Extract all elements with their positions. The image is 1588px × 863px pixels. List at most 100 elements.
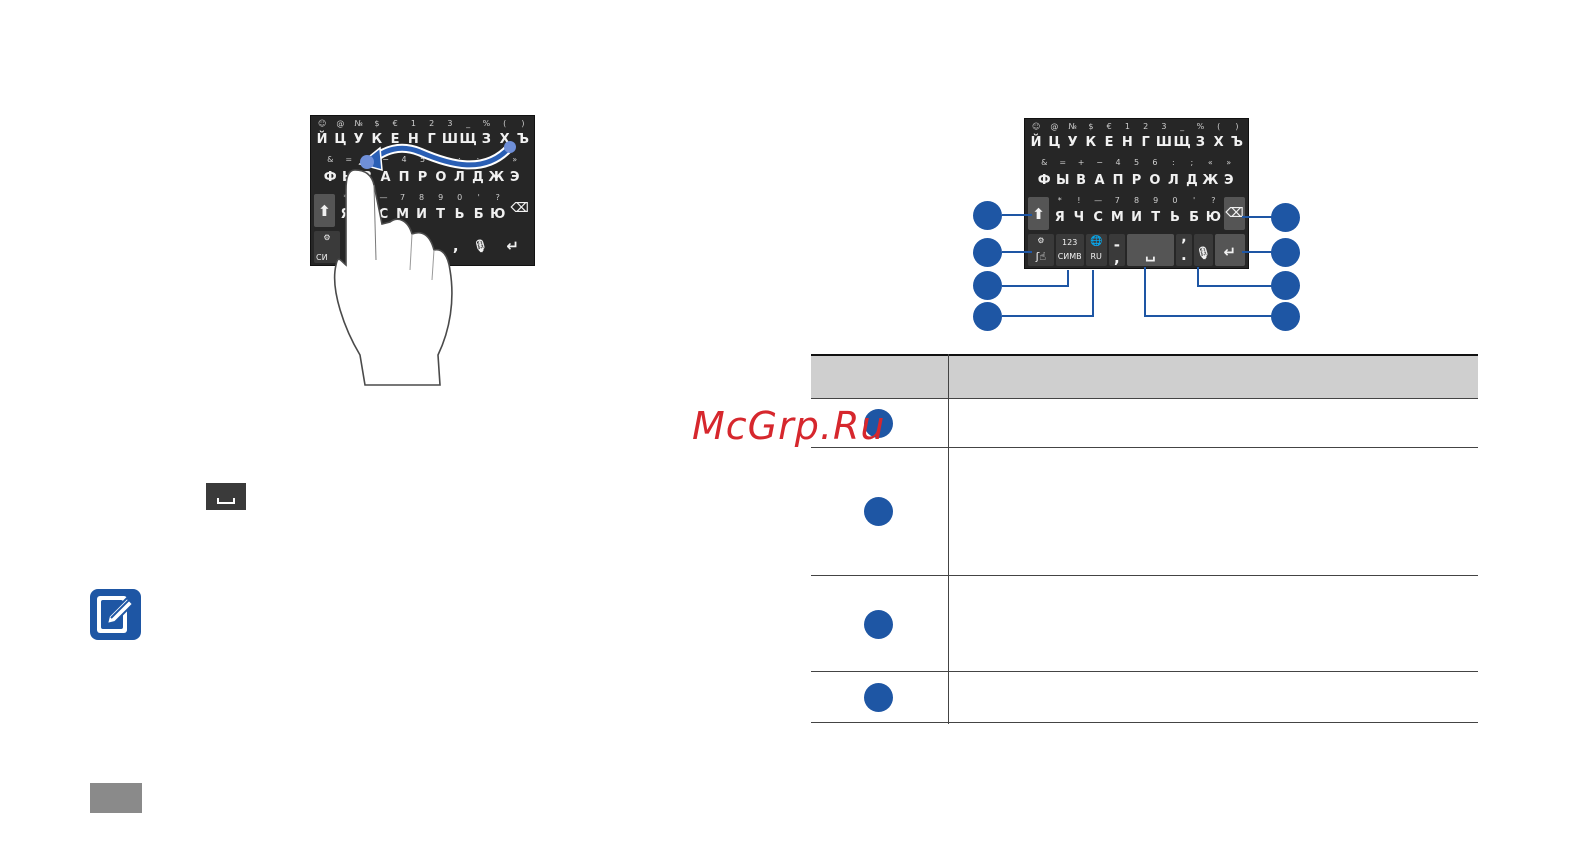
key-л[interactable]: :Л xyxy=(1167,158,1179,188)
key-щ[interactable]: _Щ xyxy=(1173,122,1191,150)
dash-key[interactable]: -, xyxy=(1108,234,1125,267)
key-с[interactable]: —С xyxy=(1093,196,1103,225)
key-я[interactable]: *Я xyxy=(1054,196,1065,225)
table-row-marker xyxy=(864,497,893,526)
key-э[interactable]: »Э xyxy=(1223,158,1234,188)
key-ц[interactable]: @Ц xyxy=(334,119,347,147)
key-б[interactable]: 'Б xyxy=(1189,196,1200,225)
key-ъ[interactable]: )Ъ xyxy=(1230,122,1243,150)
backspace-key[interactable]: ⌫ xyxy=(1223,197,1246,230)
callout-dot xyxy=(1271,203,1300,232)
globe-icon: 🌐 xyxy=(1089,236,1103,247)
callout-dot xyxy=(1271,271,1300,300)
key-ч[interactable]: !Ч xyxy=(1073,196,1085,225)
shift-key[interactable]: ⬆ xyxy=(314,194,335,227)
gear-icon: ⚙ xyxy=(323,233,331,242)
key-з[interactable]: %З xyxy=(481,119,491,147)
language-key[interactable]: 🌐RU xyxy=(1085,234,1107,266)
table-row-divider xyxy=(811,575,1478,576)
enter-icon: ↵ xyxy=(1223,243,1237,261)
enter-key[interactable]: ↵ xyxy=(1214,234,1245,266)
key-й[interactable]: ☺Й xyxy=(1030,122,1042,150)
key-д[interactable]: ;Д xyxy=(1186,158,1198,188)
key-д[interactable]: ;Д xyxy=(472,155,484,185)
key-е[interactable]: €Е xyxy=(390,119,400,147)
space-icon: ␣ xyxy=(1144,244,1156,262)
key-ю[interactable]: ?Ю xyxy=(1205,196,1221,225)
callout-dot xyxy=(973,271,1002,300)
settings-key[interactable]: ⚙ ʃ☝ xyxy=(1028,234,1054,266)
table-row-divider xyxy=(811,398,1478,399)
key-щ[interactable]: _Щ xyxy=(459,119,477,147)
table-row-divider xyxy=(811,722,1478,723)
key-х[interactable]: (Х xyxy=(1213,122,1224,150)
key-ъ[interactable]: )Ъ xyxy=(516,119,529,147)
microphone-icon: 🎙 xyxy=(1195,246,1211,260)
callout-dot xyxy=(1271,238,1300,267)
key-к[interactable]: $К xyxy=(1085,122,1097,150)
key-а[interactable]: −А xyxy=(1094,158,1105,188)
key-в[interactable]: +В xyxy=(1076,158,1087,188)
settings-key[interactable]: ⚙СИ xyxy=(314,231,340,263)
key-б[interactable]: 'Б xyxy=(473,193,484,222)
table-header xyxy=(811,354,1478,399)
comma-key[interactable]: , xyxy=(452,237,459,255)
shift-icon: ⬆ xyxy=(318,202,331,220)
key-х[interactable]: (Х xyxy=(499,119,510,147)
key-ю[interactable]: ?Ю xyxy=(490,193,506,222)
key-ы[interactable]: =Ы xyxy=(1055,158,1070,188)
key-ф[interactable]: &Ф xyxy=(323,155,337,185)
key-ф[interactable]: &Ф xyxy=(1037,158,1051,188)
mic-key[interactable]: 🎙 xyxy=(1194,234,1213,266)
handwriting-icon: ʃ☝ xyxy=(1035,250,1047,263)
key-й[interactable]: ☺Й xyxy=(316,119,328,147)
period-key[interactable]: ʼ. xyxy=(1175,234,1192,266)
callout-dot xyxy=(973,238,1002,267)
watermark: McGrp.Ru xyxy=(692,404,886,448)
table-column-divider xyxy=(948,354,949,724)
shift-key[interactable]: ⬆ xyxy=(1028,197,1050,230)
space-key[interactable]: ␣ xyxy=(1127,234,1174,266)
key-з[interactable]: %З xyxy=(1195,122,1205,150)
key-ц[interactable]: @Ц xyxy=(1048,122,1061,150)
key-э[interactable]: »Э xyxy=(509,155,520,185)
key-е[interactable]: €Е xyxy=(1104,122,1114,150)
mic-key[interactable]: 🎙 xyxy=(467,229,493,265)
table-row-marker xyxy=(864,409,893,438)
gear-icon: ⚙ xyxy=(1037,236,1045,245)
key-с[interactable]: —С xyxy=(378,193,389,222)
backspace-key[interactable]: ⌫ xyxy=(507,192,532,229)
key-л[interactable]: :Л xyxy=(453,155,465,185)
key-к[interactable]: $К xyxy=(371,119,383,147)
enter-key[interactable]: ↵ xyxy=(493,229,532,265)
callout-lines xyxy=(1002,214,1273,317)
table-row-marker xyxy=(864,683,893,712)
key-а[interactable]: −А xyxy=(380,155,391,185)
key-ж[interactable]: «Ж xyxy=(1202,158,1219,188)
